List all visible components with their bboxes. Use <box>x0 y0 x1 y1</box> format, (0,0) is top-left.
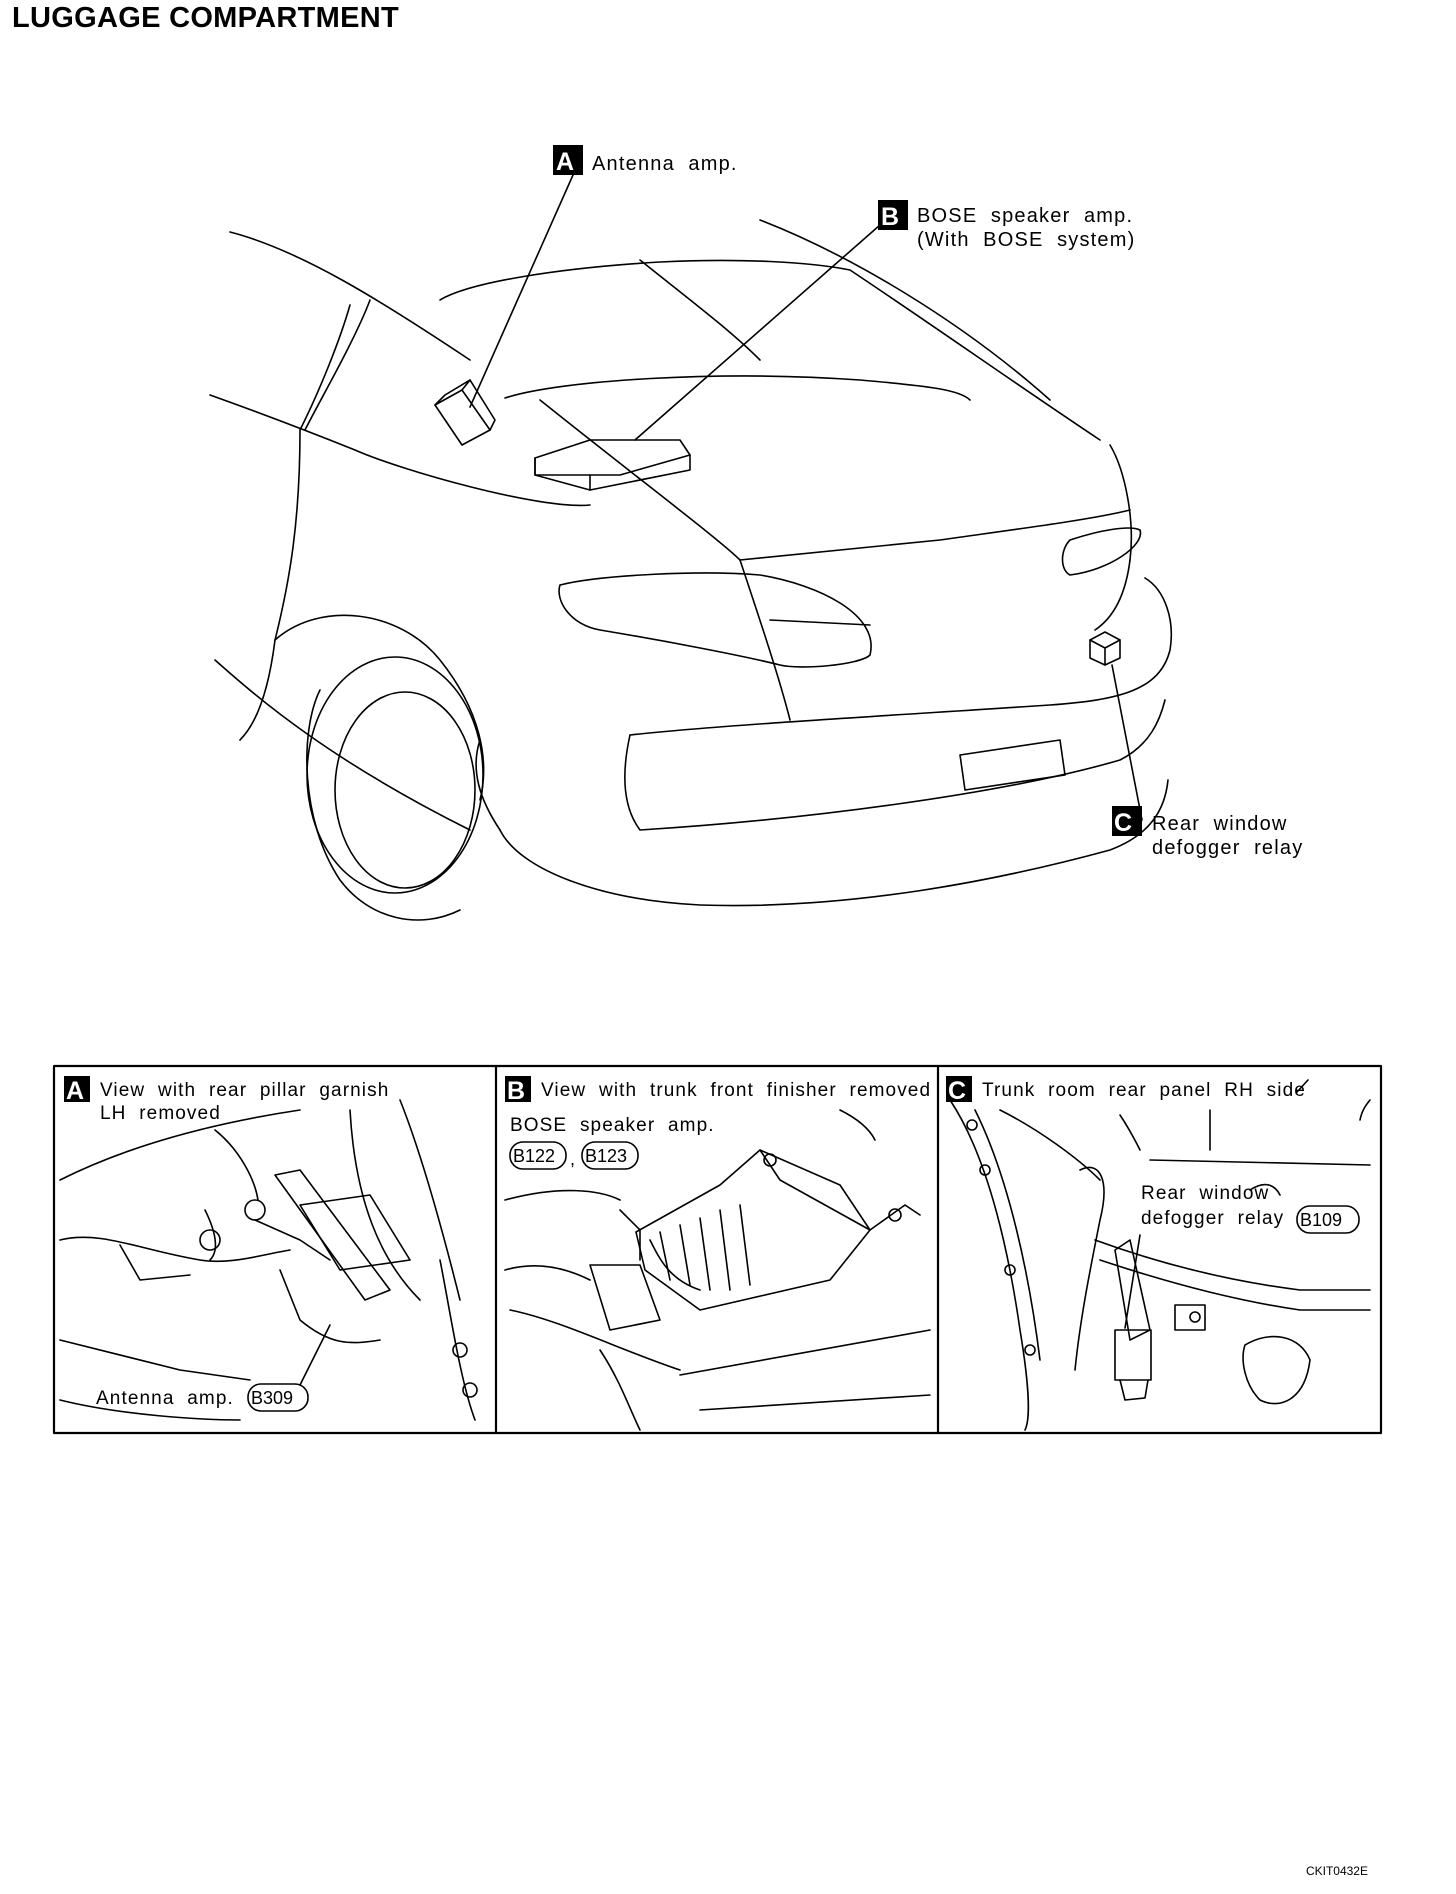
connector-b309 <box>247 1383 309 1412</box>
car-rear-illustration <box>209 219 1173 921</box>
svg-text:defogger relay: defogger relay <box>1141 1208 1284 1229</box>
panel-a-badge <box>64 1076 90 1102</box>
svg-text:View with trunk front fini: View with trunk front finisher removed <box>541 1080 931 1101</box>
svg-text:Rear window: Rear window <box>1141 1183 1269 1204</box>
page-title: LUGGAGE COMPARTMENT <box>12 2 399 34</box>
svg-text:(With BOSE system): (With BOSE system) <box>917 229 1135 251</box>
svg-text:defogger relay: defogger relay <box>1152 837 1303 859</box>
svg-text:LH removed: LH removed <box>100 1103 221 1124</box>
svg-text:Trunk room rear panel RH: Trunk room rear panel RH side <box>982 1080 1306 1101</box>
detail-panel-c: C Trunk room rear panel RH side Rear win… <box>946 1076 1371 1431</box>
svg-text:Rear window: Rear window <box>1152 813 1288 835</box>
svg-text:B309: B309 <box>251 1388 293 1408</box>
svg-text:Antenna amp.: Antenna amp. <box>592 153 738 175</box>
svg-text:C: C <box>948 1077 966 1105</box>
svg-text:B123: B123 <box>585 1146 627 1166</box>
callout-b: B BOSE speaker amp. (With BOSE system) <box>878 200 1135 251</box>
svg-text:,: , <box>570 1149 575 1169</box>
panel-c-badge <box>946 1076 972 1102</box>
svg-text:BOSE speaker amp.: BOSE speaker amp. <box>510 1115 715 1136</box>
svg-text:B: B <box>881 203 899 231</box>
callout-a-badge <box>553 145 583 175</box>
connector-b123 <box>581 1141 639 1170</box>
connector-b122 <box>509 1141 567 1170</box>
detail-panel-b: B View with trunk front finisher removed… <box>504 1076 931 1431</box>
callout-c: C Rear window defogger relay <box>1112 806 1303 859</box>
connector-b109 <box>1296 1205 1360 1234</box>
callout-leader-lines <box>469 174 1143 821</box>
svg-text:A: A <box>66 1077 84 1105</box>
svg-text:B109: B109 <box>1300 1210 1342 1230</box>
figure-id: CKIT0432E <box>1305 1864 1368 1878</box>
svg-text:C: C <box>1114 809 1132 837</box>
detail-panel-a: A View with rear pillar garnish LH remov… <box>59 1076 478 1421</box>
svg-text:A: A <box>556 148 574 176</box>
panel-b-badge <box>505 1076 531 1102</box>
detail-panels-frame <box>52 1064 1383 1435</box>
callout-c-badge <box>1112 806 1142 836</box>
svg-text:BOSE speaker amp.: BOSE speaker amp. <box>917 205 1133 227</box>
svg-text:B122: B122 <box>513 1146 555 1166</box>
svg-text:B: B <box>507 1077 525 1105</box>
svg-text:View with rear pillar garn: View with rear pillar garnish <box>100 1080 389 1101</box>
svg-text:Antenna amp.: Antenna amp. <box>96 1388 234 1409</box>
callout-a: A Antenna amp. <box>553 145 738 176</box>
callout-b-badge <box>878 200 908 230</box>
